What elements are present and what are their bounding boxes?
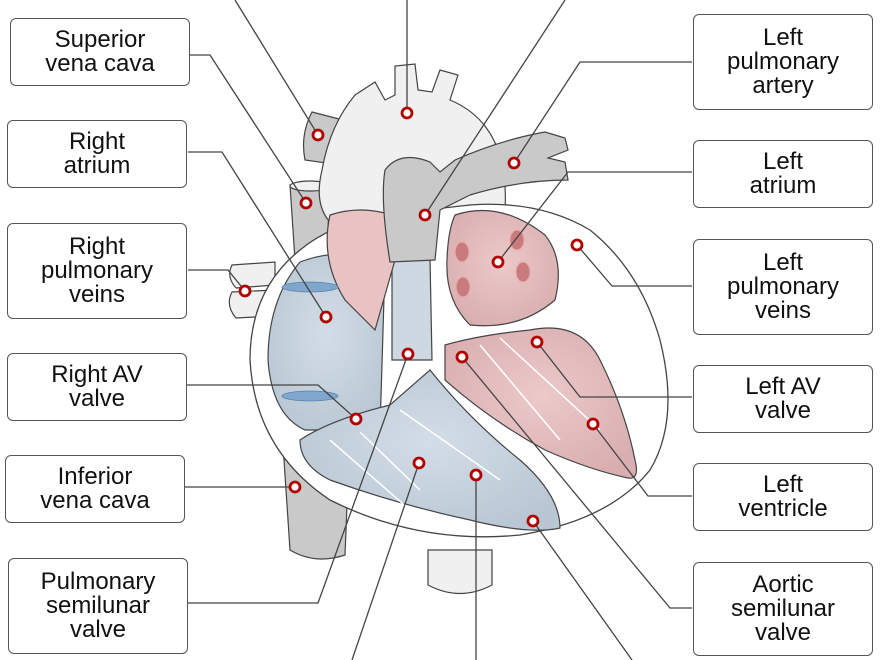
pulmonary-vein-opening (454, 241, 470, 263)
marker (288, 480, 302, 494)
label-superior-vena-cava: Superior vena cava (10, 18, 190, 86)
marker (401, 347, 415, 361)
pulmonary-artery-trunk (382, 131, 569, 263)
marker (418, 208, 432, 222)
label-left-atrium: Left atrium (693, 140, 873, 208)
aorta-inner (326, 209, 396, 332)
label-left-av-valve: Left AV valve (693, 365, 873, 433)
left-ventricle-chamber (444, 327, 638, 479)
label-right-av-valve: Right AV valve (7, 353, 187, 421)
valve-opening-lower (281, 390, 339, 402)
left-atrium-chamber (446, 209, 559, 327)
marker (319, 310, 333, 324)
label-pulmonary-semilunar-valve: Pulmonary semilunar valve (8, 558, 188, 654)
label-left-ventricle: Left ventricle (693, 463, 873, 531)
marker (400, 106, 414, 120)
marker (586, 417, 600, 431)
pulmonary-trunk-inner (391, 257, 433, 361)
marker (491, 255, 505, 269)
label-aortic-semilunar-valve: Aortic semilunar valve (693, 562, 873, 656)
right-pulmonary-vein-upper (229, 261, 276, 289)
pulmonary-vein-opening (455, 276, 471, 298)
marker (469, 468, 483, 482)
leader-lines (185, 0, 692, 660)
marker (238, 284, 252, 298)
marker (530, 335, 544, 349)
marker (455, 350, 469, 364)
pulmonary-vein-opening (509, 229, 525, 251)
label-left-pulmonary-veins: Left pulmonary veins (693, 239, 873, 335)
marker (526, 514, 540, 528)
descending-aorta-stub (427, 549, 493, 594)
right-ventricle-chamber (299, 369, 561, 531)
label-right-pulmonary-veins: Right pulmonary veins (7, 223, 187, 319)
label-inferior-vena-cava: Inferior vena cava (5, 455, 185, 523)
label-left-pulmonary-artery: Left pulmonary artery (693, 14, 873, 110)
marker (311, 128, 325, 142)
chordae-lines (329, 337, 601, 511)
marker (412, 456, 426, 470)
pulmonary-vein-opening (515, 261, 531, 283)
label-right-atrium: Right atrium (7, 120, 187, 188)
marker (349, 412, 363, 426)
marker (570, 238, 584, 252)
markers (238, 106, 600, 528)
marker (507, 156, 521, 170)
marker (299, 196, 313, 210)
